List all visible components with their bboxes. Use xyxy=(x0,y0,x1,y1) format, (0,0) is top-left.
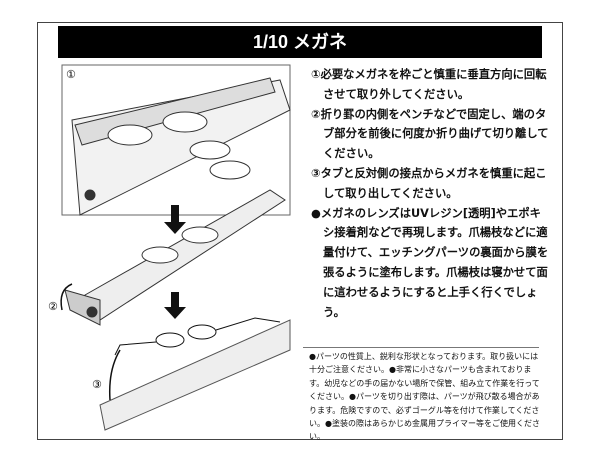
step2-panel xyxy=(64,189,286,326)
step3-panel xyxy=(99,317,291,431)
arrow-down-icon xyxy=(164,205,186,234)
safety-notes: ●パーツの性質上、鋭利な形状となっております。取り扱いには十分ご注意ください。●… xyxy=(309,352,540,442)
step1-label: ① xyxy=(66,68,76,81)
page-title: 1/10 メガネ xyxy=(58,26,542,58)
divider xyxy=(303,347,539,348)
toothpick-icon xyxy=(108,349,121,401)
instructions: ①必要なメガネを枠ごと慎重に垂直方向に回転させて取り外してください。 ②折り罫の… xyxy=(311,65,551,322)
step1-panel xyxy=(61,64,291,216)
step2-label: ② xyxy=(48,300,58,313)
step-1-text: ①必要なメガネを枠ごと慎重に垂直方向に回転させて取り外してください。 xyxy=(311,68,547,101)
page-border xyxy=(37,22,563,440)
step-2-text: ②折り罫の内側をペンチなどで固定し、端のタブ部分を前後に何度か折り曲げて切り離し… xyxy=(311,107,549,161)
lens-note-text: ●メガネのレンズはUVレジン[透明]やエポキシ接着剤などで再現します。爪楊枝など… xyxy=(311,206,549,319)
arrow-down-icon xyxy=(164,292,186,319)
rotate-arrow-icon xyxy=(60,283,73,311)
step-3-text: ③タブと反対側の接点からメガネを慎重に起こして取り出してください。 xyxy=(311,166,547,200)
step3-label: ③ xyxy=(92,378,102,391)
